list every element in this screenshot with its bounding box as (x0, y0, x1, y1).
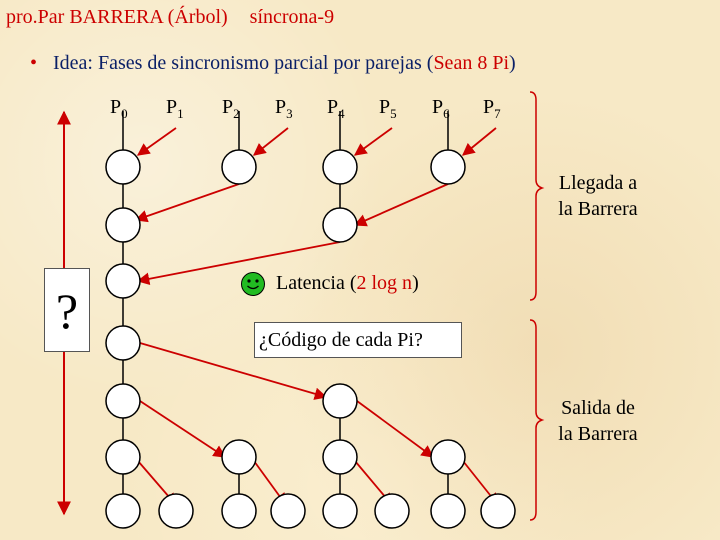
process-name: P (222, 96, 234, 118)
tree-node (430, 439, 466, 475)
process-sub: 7 (494, 106, 501, 121)
smiley-face-icon (241, 272, 265, 296)
slide-title: pro.Par BARRERA (Árbol) síncrona-9 (6, 6, 334, 29)
tree-node (221, 149, 257, 185)
arrival-line1: Llegada a (558, 172, 638, 194)
process-sub: 2 (233, 106, 240, 121)
title-main: pro.Par BARRERA (Árbol) (6, 6, 228, 28)
tree-node (105, 493, 141, 529)
tree-node (322, 383, 358, 419)
tree-node (105, 263, 141, 299)
arrival-line2: la Barrera (558, 198, 638, 220)
process-sub: 4 (338, 106, 345, 121)
bullet-dot: • (30, 52, 38, 74)
arrival-arrows (134, 127, 497, 286)
bullet-idea: • Idea: Fases de sincronismo parcial por … (30, 52, 516, 75)
arrival-label: Llegada a la Barrera (546, 170, 650, 222)
arrival-brace (529, 91, 545, 301)
exit-line2: la Barrera (558, 423, 638, 445)
process-name: P (275, 96, 287, 118)
process-label-p4: P4 (327, 96, 345, 122)
tree-node (105, 207, 141, 243)
process-name: P (432, 96, 444, 118)
latency-text: Latencia (2 log n) (276, 272, 419, 295)
tree-node (322, 493, 358, 529)
process-sub: 3 (286, 106, 293, 121)
bullet-highlight: Sean 8 Pi (433, 52, 509, 74)
process-name: P (166, 96, 178, 118)
exit-line1: Salida de (561, 397, 635, 419)
bullet-suffix: ) (509, 52, 516, 74)
latency-prefix: Latencia ( (276, 272, 357, 294)
process-label-p1: P1 (166, 96, 184, 122)
process-label-p5: P5 (379, 96, 397, 122)
tree-node (270, 493, 306, 529)
tree-node (221, 439, 257, 475)
tree-node (158, 493, 194, 529)
process-name: P (327, 96, 339, 118)
process-sub: 1 (177, 106, 184, 121)
process-name: P (110, 96, 122, 118)
tree-node (322, 149, 358, 185)
code-question-box: ¿Código de cada Pi? (254, 322, 462, 358)
tree-node (221, 493, 257, 529)
tree-node (430, 149, 466, 185)
process-label-p2: P2 (222, 96, 240, 122)
tree-node (105, 383, 141, 419)
title-sub: síncrona-9 (249, 6, 335, 28)
exit-label: Salida de la Barrera (546, 395, 650, 447)
process-label-p3: P3 (275, 96, 293, 122)
process-label-p6: P6 (432, 96, 450, 122)
process-sub: 0 (121, 106, 128, 121)
process-label-p0: P0 (110, 96, 128, 122)
process-name: P (379, 96, 391, 118)
question-box: ? (44, 268, 90, 352)
tree-node (430, 493, 466, 529)
tree-nodes (105, 149, 516, 529)
process-label-p7: P7 (483, 96, 501, 122)
exit-arrows (137, 342, 499, 507)
tree-node (105, 149, 141, 185)
process-sub: 6 (443, 106, 450, 121)
bullet-prefix: Idea: Fases de sincronismo parcial por p… (53, 52, 434, 74)
exit-brace (529, 319, 545, 521)
process-sub: 5 (390, 106, 397, 121)
tree-connectors (122, 111, 449, 494)
tree-node (374, 493, 410, 529)
latency-value: 2 log n (356, 272, 413, 294)
tree-node (105, 439, 141, 475)
tree-node (322, 207, 358, 243)
process-name: P (483, 96, 495, 118)
tree-node (105, 325, 141, 361)
tree-node (322, 439, 358, 475)
latency-suffix: ) (412, 272, 419, 294)
tree-node (480, 493, 516, 529)
